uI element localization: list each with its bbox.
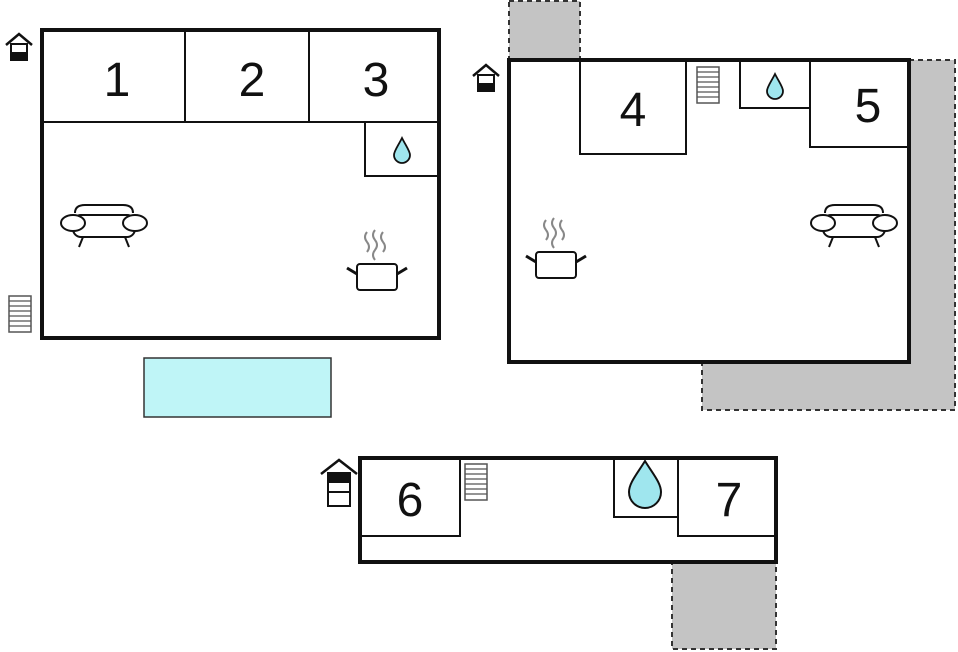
- room-4-number: 4: [620, 84, 647, 137]
- room-1-number: 1: [104, 54, 131, 107]
- water-drop-icon: [766, 71, 784, 100]
- room-5-number: 5: [855, 80, 882, 133]
- house-entrance-icon: [320, 458, 358, 507]
- terrace-top: [508, 0, 581, 60]
- house-entrance-icon: [4, 32, 34, 62]
- room-3-number: 3: [363, 54, 390, 107]
- water-drop-icon: [393, 135, 411, 164]
- room-6-number: 6: [397, 474, 424, 527]
- stairs-icon: [8, 295, 32, 333]
- terrace-bottom: [671, 562, 777, 650]
- room-2-number: 2: [239, 54, 266, 107]
- stairs-icon: [464, 463, 488, 501]
- stairs-icon: [696, 66, 720, 104]
- house-entrance-icon: [471, 63, 501, 93]
- pool: [143, 357, 332, 418]
- room-7-number: 7: [716, 474, 743, 527]
- water-drop-icon: [627, 459, 663, 509]
- building-3: [358, 456, 778, 564]
